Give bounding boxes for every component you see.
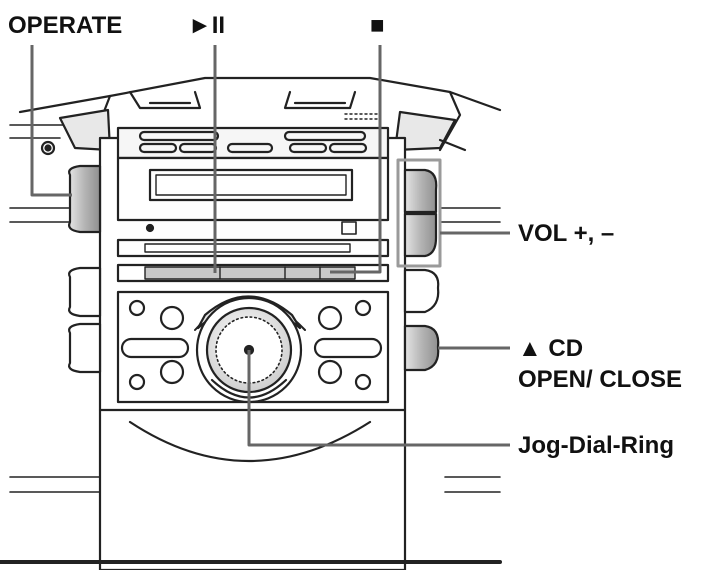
- play-pause-label: ►II: [188, 12, 226, 39]
- cd-open-close-label-line1: ▲ CD: [518, 335, 584, 362]
- left-side-button-3: [68, 322, 102, 374]
- jog-leader: [247, 350, 510, 447]
- cd-slot-rows: [116, 238, 390, 283]
- leader-lines: [30, 45, 510, 447]
- cd-open-close-label-line2: OPEN/ CLOSE: [518, 366, 683, 393]
- operate-leader: [30, 45, 72, 197]
- background-rails: [9, 124, 501, 493]
- left-side-button-2: [68, 266, 102, 318]
- volume-label: VOL +, –: [518, 220, 615, 247]
- cd-open-close-button[interactable]: [403, 324, 440, 372]
- stop-leader: [330, 45, 382, 274]
- right-side-button-2: [403, 268, 440, 314]
- jog-dial-ring-label: Jog-Dial-Ring: [518, 432, 674, 459]
- top-control-strip: [116, 126, 390, 160]
- volume-callout-box: [396, 158, 442, 268]
- display-panel: [116, 156, 390, 235]
- operate-label: OPERATE: [8, 12, 123, 39]
- stop-label: ■: [370, 12, 385, 39]
- volume-buttons[interactable]: [403, 168, 438, 258]
- operate-button[interactable]: [68, 164, 102, 234]
